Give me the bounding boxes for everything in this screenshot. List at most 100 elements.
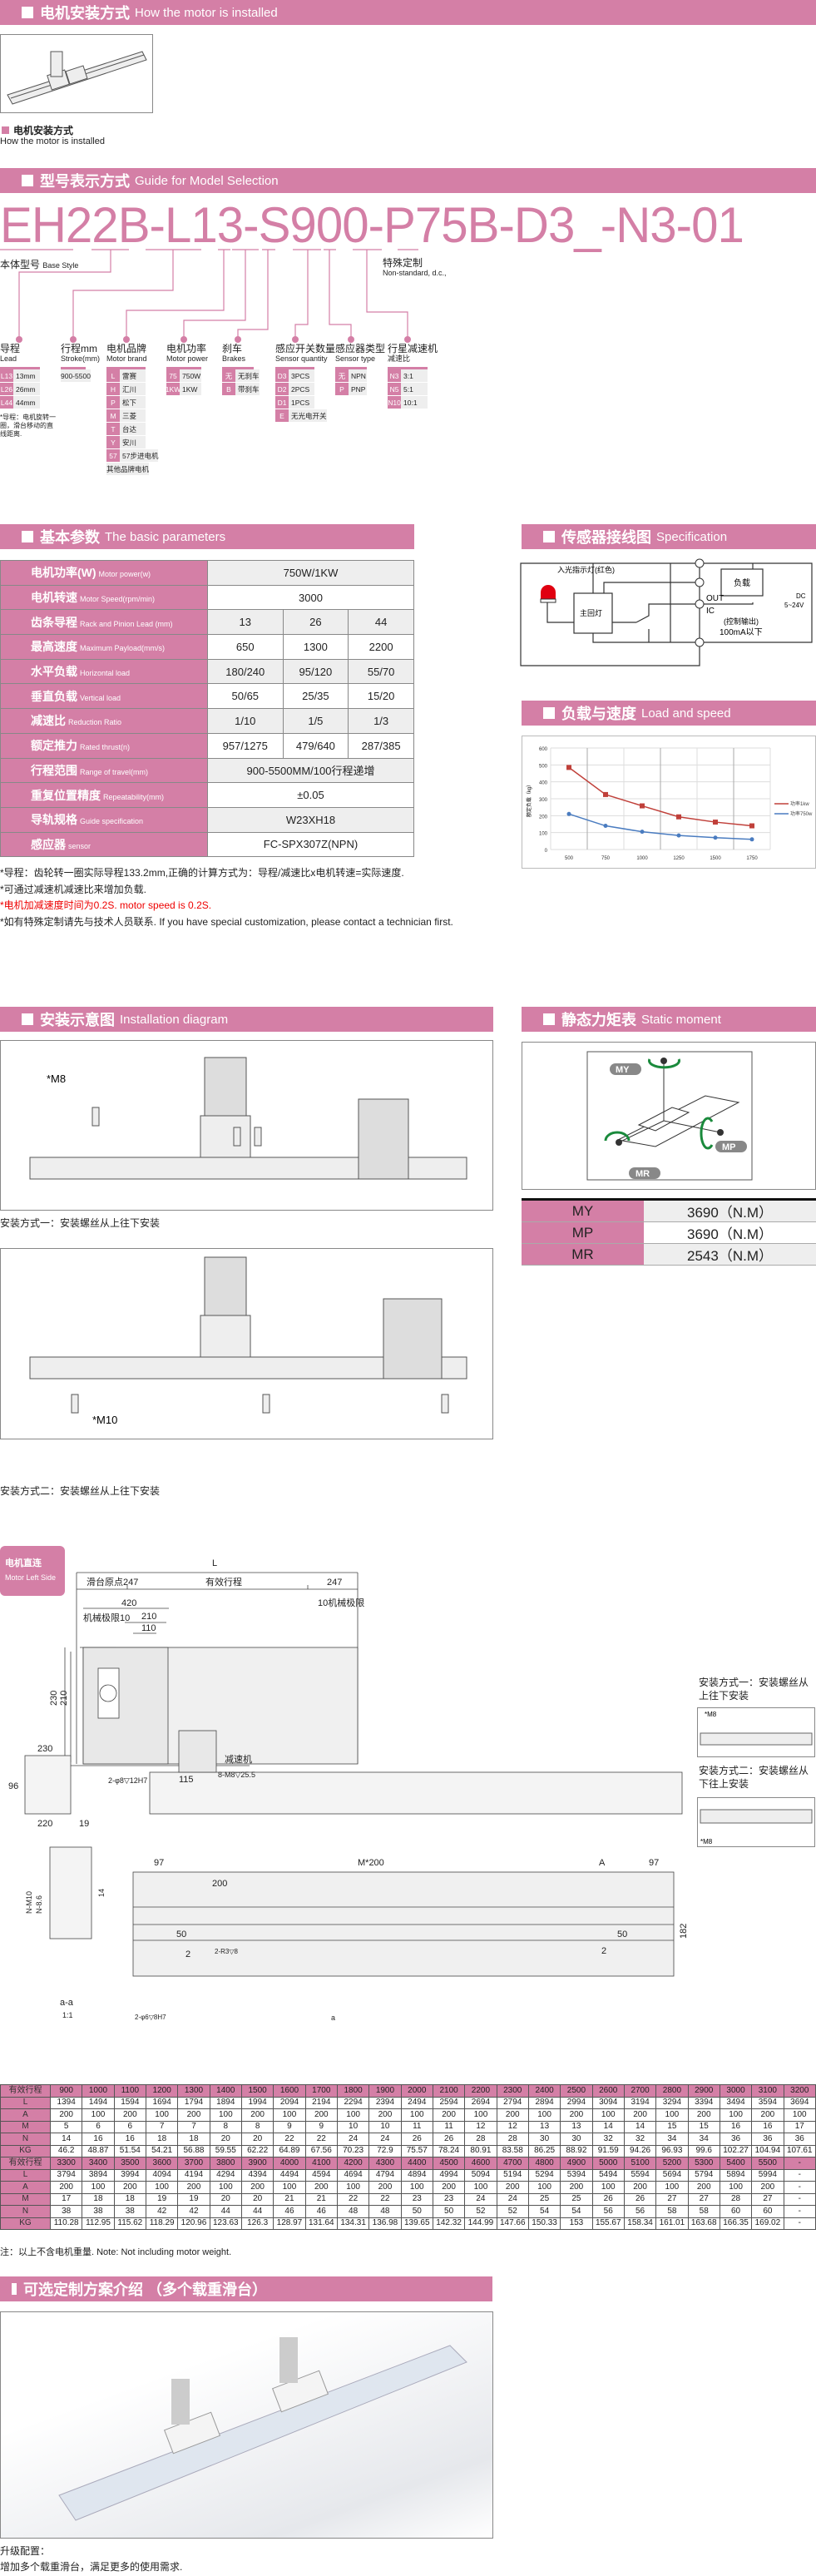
table-cell: 7 bbox=[177, 2120, 210, 2133]
table-cell: 2600 bbox=[591, 2084, 625, 2098]
table-cell: 14 bbox=[49, 2133, 83, 2146]
param-value: 479/640 bbox=[282, 732, 349, 759]
table-cell: 8 bbox=[209, 2120, 242, 2133]
dim-label: N-8.6 bbox=[35, 1895, 43, 1914]
table-cell: 38 bbox=[113, 2205, 146, 2218]
table-cell: 5200 bbox=[655, 2157, 689, 2170]
table-cell: 2200 bbox=[464, 2084, 497, 2098]
table-cell: 5194 bbox=[496, 2168, 529, 2182]
table-cell: 12 bbox=[496, 2120, 529, 2133]
table-cell: - bbox=[783, 2205, 816, 2218]
table-cell: 134.31 bbox=[336, 2217, 370, 2230]
table-cell: 13 bbox=[527, 2120, 561, 2133]
table-cell: 4400 bbox=[400, 2157, 433, 2170]
table-cell: 2500 bbox=[560, 2084, 593, 2098]
table-cell: 150.33 bbox=[527, 2217, 561, 2230]
table-cell: 22 bbox=[273, 2133, 306, 2146]
table-cell: 22 bbox=[368, 2192, 402, 2206]
square-icon bbox=[22, 7, 33, 18]
table-cell: 3894 bbox=[82, 2168, 115, 2182]
table-cell: 128.97 bbox=[273, 2217, 306, 2230]
row-label: L bbox=[0, 2096, 51, 2109]
note: *如有特殊定制请先与技术人员联系. If you have special cu… bbox=[0, 915, 453, 928]
table-cell: 18 bbox=[113, 2192, 146, 2206]
table-cell: 25 bbox=[560, 2192, 593, 2206]
option-row: 其他品牌电机 bbox=[106, 463, 150, 476]
table-cell: 5000 bbox=[591, 2157, 625, 2170]
table-cell: 54 bbox=[560, 2205, 593, 2218]
table-cell: 2594 bbox=[432, 2096, 466, 2109]
table-cell: 51.54 bbox=[113, 2144, 146, 2157]
table-cell: 38 bbox=[82, 2205, 115, 2218]
param-value: 15/20 bbox=[348, 683, 414, 710]
row-label: 有效行程 bbox=[0, 2084, 51, 2098]
table-cell: 59.55 bbox=[209, 2144, 242, 2157]
table-cell: 5 bbox=[49, 2120, 83, 2133]
table-cell: 200 bbox=[113, 2181, 146, 2194]
table-cell: 4600 bbox=[464, 2157, 497, 2170]
table-cell: 16 bbox=[113, 2133, 146, 2146]
table-cell: 4294 bbox=[209, 2168, 242, 2182]
y-tick-label: 600 bbox=[539, 747, 548, 752]
table-cell: 100 bbox=[464, 2108, 497, 2122]
table-cell: 18 bbox=[82, 2192, 115, 2206]
table-cell: 100 bbox=[655, 2108, 689, 2122]
table-cell: 100 bbox=[273, 2181, 306, 2194]
table-cell: 100 bbox=[783, 2108, 816, 2122]
row-label: M bbox=[0, 2120, 51, 2133]
table-cell: 18 bbox=[177, 2133, 210, 2146]
install-caption-2: 安装方式二：安装螺丝从上往下安装 bbox=[0, 1485, 161, 1497]
table-cell: 3194 bbox=[623, 2096, 657, 2109]
table-cell: 52 bbox=[496, 2205, 529, 2218]
table-cell: 6 bbox=[113, 2120, 146, 2133]
load-label: 负载 bbox=[734, 577, 750, 588]
dim-label: 247 bbox=[327, 1578, 342, 1588]
led-label: 入光指示灯(红色) bbox=[557, 565, 615, 574]
data-point bbox=[749, 837, 754, 842]
table-cell: 5094 bbox=[464, 2168, 497, 2182]
row-label: KG bbox=[0, 2144, 51, 2157]
table-cell: 2000 bbox=[400, 2084, 433, 2098]
param-value: 2200 bbox=[348, 634, 414, 660]
custom-line-2: 增加多个载重滑台，满足更多的使用需求. bbox=[0, 2561, 183, 2573]
table-cell: 200 bbox=[49, 2181, 83, 2194]
row-label: A bbox=[0, 2181, 51, 2194]
table-cell: 153 bbox=[560, 2217, 593, 2230]
x-tick-label: 1500 bbox=[710, 856, 721, 861]
table-cell: 100 bbox=[527, 2181, 561, 2194]
dim-label: 减速机 bbox=[225, 1753, 252, 1765]
install-diagram-2: *M10 bbox=[0, 1248, 493, 1439]
table-cell: 56.88 bbox=[177, 2144, 210, 2157]
table-cell: 5994 bbox=[751, 2168, 784, 2182]
table-cell: 70.23 bbox=[336, 2144, 370, 2157]
table-cell: 3800 bbox=[209, 2157, 242, 2170]
square-icon bbox=[12, 2283, 17, 2295]
table-cell: 46 bbox=[273, 2205, 306, 2218]
table-cell: 1400 bbox=[209, 2084, 242, 2098]
row-label: 有效行程 bbox=[0, 2157, 51, 2170]
table-cell: 4300 bbox=[368, 2157, 402, 2170]
table-cell: 11 bbox=[400, 2120, 433, 2133]
table-cell: 1600 bbox=[273, 2084, 306, 2098]
motor-left-side-drawing: L 滑台原点247 有效行程 247 420 机械极限10 10机械极限 210… bbox=[8, 1558, 689, 2022]
table-cell: - bbox=[783, 2181, 816, 2194]
table-cell: 2194 bbox=[304, 2096, 338, 2109]
table-cell: 3100 bbox=[751, 2084, 784, 2098]
